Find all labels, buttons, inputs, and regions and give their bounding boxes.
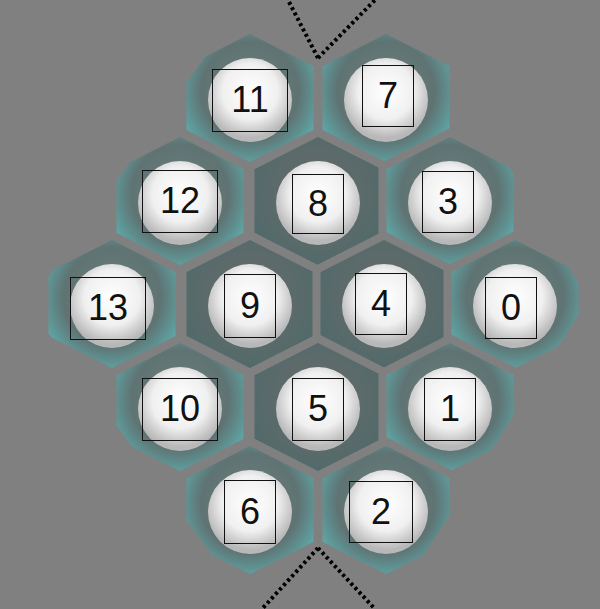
lens-circle xyxy=(408,367,492,451)
lens-circle xyxy=(408,161,492,245)
lens-circle xyxy=(344,470,428,554)
lens-circle xyxy=(208,58,292,142)
lens-circle xyxy=(342,264,426,348)
lens-circle xyxy=(473,264,557,348)
segment-number: 7 xyxy=(378,78,398,114)
mirror-segment xyxy=(183,441,318,578)
lens-circle xyxy=(276,367,360,451)
lens-circle xyxy=(138,367,222,451)
segment-number: 4 xyxy=(371,286,391,322)
number-box: 1 xyxy=(424,378,476,441)
number-box: 0 xyxy=(485,277,537,339)
segment-number: 2 xyxy=(371,494,391,530)
number-box: 2 xyxy=(349,481,413,543)
number-box: 8 xyxy=(292,174,344,234)
segment-number: 12 xyxy=(160,183,200,219)
segment-number: 10 xyxy=(160,391,200,427)
segment-number: 6 xyxy=(240,494,260,530)
lens-circle xyxy=(208,470,292,554)
segment-number: 13 xyxy=(88,290,128,326)
lens-circle xyxy=(344,58,428,142)
lens-circle xyxy=(70,264,154,348)
segment-number: 9 xyxy=(240,288,260,324)
segment-number: 8 xyxy=(308,186,328,222)
number-box: 5 xyxy=(292,378,344,441)
number-box: 3 xyxy=(422,171,474,233)
number-box: 11 xyxy=(212,69,288,132)
number-box: 12 xyxy=(142,170,218,233)
number-box: 4 xyxy=(355,273,407,335)
segment-number: 3 xyxy=(438,184,458,220)
number-box: 6 xyxy=(224,480,276,544)
segment-number: 0 xyxy=(501,290,521,326)
lens-circle xyxy=(138,161,222,245)
lens-circle xyxy=(276,161,360,245)
number-box: 9 xyxy=(224,274,276,338)
number-box: 7 xyxy=(362,65,414,127)
segment-number: 1 xyxy=(440,391,460,427)
number-box: 13 xyxy=(70,277,146,340)
segment-number: 11 xyxy=(231,82,268,118)
number-box: 10 xyxy=(142,378,218,441)
lens-circle xyxy=(208,264,292,348)
mirror-segment xyxy=(319,441,454,578)
segment-number: 5 xyxy=(308,391,328,427)
